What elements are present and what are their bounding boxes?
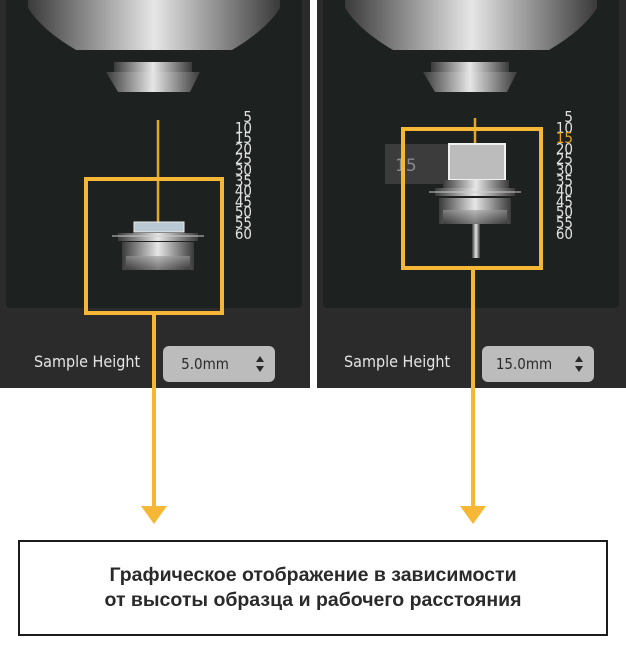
- scale-tick: 40: [555, 182, 573, 201]
- scale-tick: 50: [234, 203, 252, 222]
- left-arrow-head-icon: [141, 506, 167, 524]
- sample-height-label: Sample Height: [344, 352, 451, 371]
- sample-height-value: 5.0mm: [181, 355, 229, 373]
- objective-lens-icon: [28, 0, 280, 50]
- scale-tick: 55: [234, 213, 252, 232]
- scale-tick: 15: [234, 129, 252, 148]
- stage-icon: [118, 233, 198, 241]
- sample-height-value: 15.0mm: [495, 355, 553, 373]
- scale-tick: 50: [555, 203, 573, 222]
- scale-tick: 30: [555, 160, 573, 179]
- scale-tick: 60: [555, 224, 573, 243]
- caption-box: Графическое отображение в зависимости от…: [18, 540, 608, 636]
- scale-tick: 55: [555, 213, 573, 232]
- sample-icon: [133, 221, 185, 233]
- right-stage-viewport: 15 5 10 15 20 25 30 35 40 45 50 55 60: [323, 0, 619, 308]
- scale-tick: 35: [555, 171, 573, 190]
- right-stage-graphic: 15: [345, 0, 597, 258]
- scale-tick: 10: [234, 118, 252, 137]
- scale-tick: 45: [234, 192, 252, 211]
- left-distance-scale: 5 10 15 20 25 30 35 40 45 50 55 60: [220, 108, 252, 243]
- scale-tick: 5: [564, 108, 573, 126]
- left-sample-panel: 5 10 15 20 25 30 35 40 45 50 55 60 Sampl…: [0, 0, 310, 388]
- sample-height-stepper[interactable]: 5.0mm: [163, 346, 275, 382]
- scale-tick: 40: [234, 182, 252, 201]
- objective-lens-icon: [345, 0, 597, 50]
- caption-line-2: от высоты образца и рабочего расстояния: [104, 589, 522, 611]
- right-sample-panel: 15 5 10 15 20 25 30 35 40 45 50 55 60: [317, 0, 626, 388]
- scale-tick: 10: [555, 118, 573, 137]
- right-distance-scale: 5 10 15 20 25 30 35 40 45 50 55 60: [541, 108, 573, 243]
- sample-height-stepper[interactable]: 15.0mm: [482, 346, 594, 382]
- right-highlight-box: [401, 127, 543, 270]
- scale-tick: 25: [555, 150, 573, 169]
- scale-tick: 20: [234, 139, 252, 158]
- spin-arrows-icon[interactable]: [574, 353, 584, 375]
- scale-tick: 35: [234, 171, 252, 190]
- caption-line-1: Графическое отображение в зависимости: [109, 564, 517, 586]
- scale-tick: 5: [243, 108, 252, 126]
- left-stage-graphic: [28, 0, 280, 270]
- scale-tick: 20: [555, 139, 573, 158]
- left-highlight-box: [84, 177, 224, 315]
- right-arrow-head-icon: [460, 506, 486, 524]
- scale-tick: 45: [555, 192, 573, 211]
- height-tooltip-text: 15: [395, 156, 417, 176]
- scale-tick: 60: [234, 224, 252, 243]
- spin-arrows-icon[interactable]: [255, 353, 265, 375]
- scale-tick: 30: [234, 160, 252, 179]
- scale-tick-active: 15: [555, 129, 573, 148]
- sample-height-label: Sample Height: [34, 352, 141, 371]
- left-stage-viewport: 5 10 15 20 25 30 35 40 45 50 55 60: [6, 0, 302, 308]
- scale-tick: 25: [234, 150, 252, 169]
